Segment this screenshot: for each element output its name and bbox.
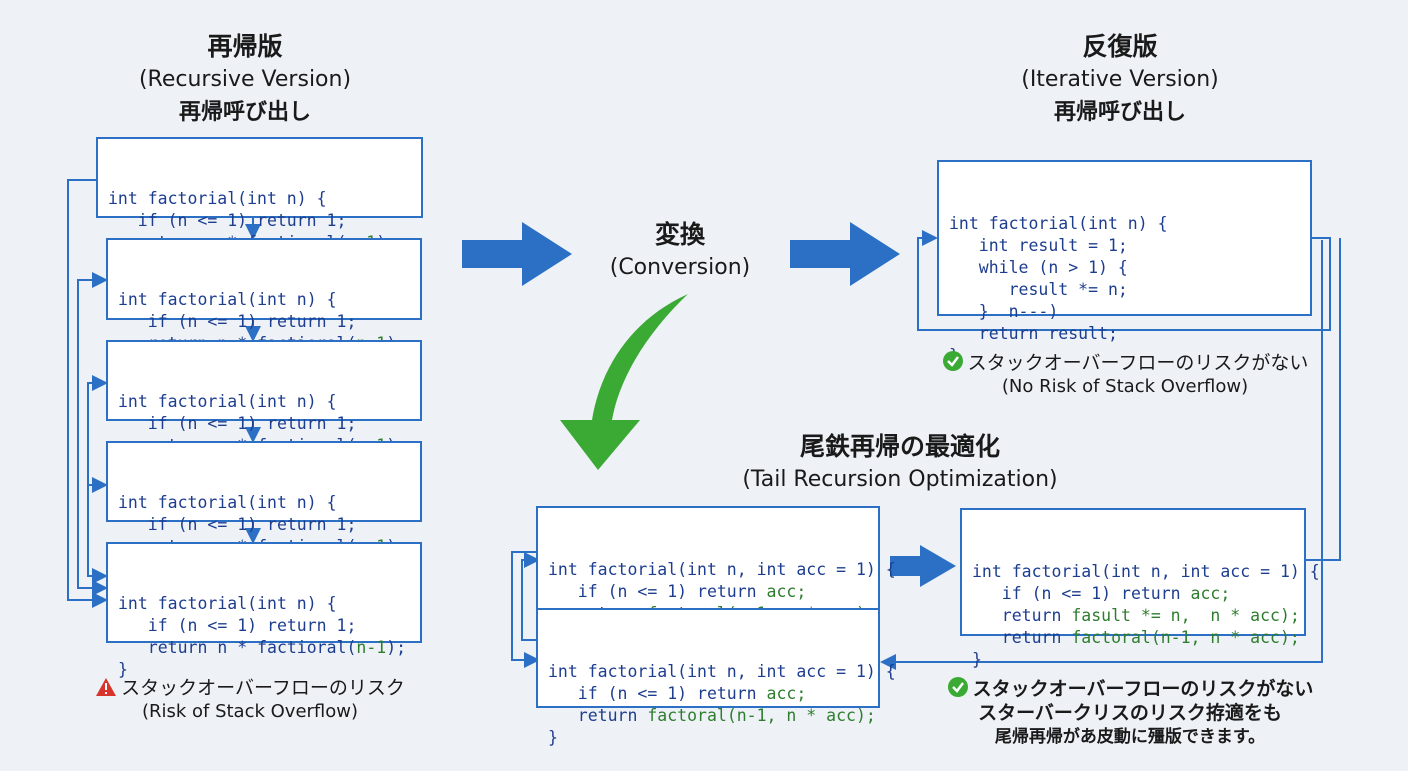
conversion-arrow-left [462, 222, 572, 286]
tail-note-line1: スタックオーバーフローのリスクがない [972, 678, 1314, 700]
recursive-subtitle: 再帰呼び出し [178, 100, 311, 125]
conversion-label-en: (Conversion) [609, 255, 751, 280]
code-line: } [972, 650, 982, 669]
recursive-frame-4: int factorial(int n) { if (n <= 1) retur… [106, 441, 422, 578]
no-risk-text-en: (No Risk of Stack Overflow) [1001, 376, 1249, 397]
code-fragment: if (n <= 1) return [548, 684, 767, 703]
code-fragment: ); [386, 638, 407, 657]
return-loop-lines [67, 179, 108, 608]
code-fragment: return [548, 706, 648, 725]
no-risk-text-jp: スタックオーバーフローのリスクがない [967, 352, 1309, 374]
conversion-arrow-right [790, 222, 900, 286]
green-curve-arrow [592, 294, 688, 420]
code-line: } [118, 660, 128, 679]
recursive-title-en: (Recursive Version) [138, 67, 352, 92]
code-line: int factorial(int n, int acc = 1) { [548, 662, 896, 681]
code-line: while (n > 1) { [949, 258, 1128, 277]
code-fragment: fasult *= n, n * acc); [1071, 606, 1300, 625]
tail-title-jp: 尾鉄再帰の最適化 [799, 432, 1000, 461]
code-line: if (n <= 1) return 1; [118, 515, 357, 534]
iterative-title: 反復版 (Iterative Version) 再帰呼び出し [990, 30, 1250, 129]
recursive-title-jp: 再帰版 [207, 32, 283, 61]
tail-title: 尾鉄再帰の最適化 (Tail Recursion Optimization) [720, 430, 1080, 496]
code-line: int factorial(int n) { [118, 392, 337, 411]
conversion-label-jp: 変換 [654, 220, 705, 249]
tail-frame-1: int factorial(int n, int acc = 1) { if (… [536, 506, 896, 645]
iterative-no-risk-note: スタックオーバーフローのリスクがない (No Risk of Stack Ove… [905, 350, 1345, 399]
code-fragment: if (n <= 1) return [972, 584, 1191, 603]
risk-text-jp: スタックオーバーフローのリスク [121, 677, 405, 699]
recursive-frame-2: int factorial(int n) { if (n <= 1) retur… [106, 238, 422, 375]
code-fragment: return [972, 606, 1072, 625]
code-line: result *= n; [949, 280, 1128, 299]
code-line: return result; [949, 324, 1118, 343]
code-fragment: acc; [766, 684, 807, 703]
tail-title-en: (Tail Recursion Optimization) [742, 467, 1058, 492]
risk-text-en: (Risk of Stack Overflow) [141, 701, 359, 722]
tail-note-line2: スターバークリスのリスク拵適をも [978, 702, 1282, 724]
code-fragment: return [972, 628, 1072, 647]
tail-optimized-code: int factorial(int n, int acc = 1) { if (… [960, 508, 1320, 669]
iterative-title-en: (Iterative Version) [1021, 67, 1219, 92]
tail-frame-2: int factorial(int n, int acc = 1) { if (… [536, 608, 896, 747]
recursive-title: 再帰版 (Recursive Version) 再帰呼び出し [115, 30, 375, 129]
recursive-frame-1: int factorial(int n) { if (n <= 1) retur… [96, 137, 423, 274]
code-fragment: acc; [1190, 584, 1231, 603]
tail-note-line3: 尾帰再帰があ皮動に殭版できます。 [994, 727, 1266, 747]
code-fragment: return n * factioral( [118, 638, 357, 657]
code-line: int factorial(int n) { [108, 189, 327, 208]
iterative-subtitle: 再帰呼び出し [1053, 100, 1186, 125]
tail-note: スタックオーバーフローのリスクがない スターバークリスのリスク拵適をも 尾帰再帰… [920, 676, 1340, 749]
code-line: if (n <= 1) return 1; [118, 312, 357, 331]
code-line: int factorial(int n, int acc = 1) { [972, 562, 1320, 581]
code-line: } [548, 728, 558, 747]
recursive-risk-note: スタックオーバーフローのリスク (Risk of Stack Overflow) [60, 676, 440, 724]
code-line: if (n <= 1) return 1; [108, 211, 347, 230]
check-icon [947, 677, 968, 697]
recursive-frame-5: int factorial(int n) { if (n <= 1) retur… [106, 542, 422, 679]
code-line: int factorial(int n) { [949, 214, 1168, 233]
code-fragment: acc; [766, 582, 807, 601]
code-line: int factorial(int n, int acc = 1) { [548, 560, 896, 579]
conversion-label: 変換 (Conversion) [590, 218, 770, 284]
iterative-title-jp: 反復版 [1082, 32, 1158, 61]
code-fragment: factoral(n-1, n * acc); [1071, 628, 1300, 647]
warning-icon [96, 678, 117, 696]
code-line: } n---) [949, 302, 1059, 321]
recursive-frame-3: int factorial(int n) { if (n <= 1) retur… [106, 340, 422, 477]
check-icon [942, 351, 963, 371]
code-fragment: n-1 [356, 638, 387, 657]
code-line: int factorial(int n) { [118, 493, 337, 512]
tail-frame-loop [511, 551, 540, 668]
code-line: if (n <= 1) return 1; [118, 414, 357, 433]
code-line: int factorial(int n) { [118, 594, 337, 613]
code-line: int result = 1; [949, 236, 1128, 255]
tail-optimize-arrow [890, 545, 956, 587]
code-line: int factorial(int n) { [118, 290, 337, 309]
code-line: if (n <= 1) return 1; [118, 616, 357, 635]
code-fragment: factoral(n-1, n * acc); [647, 706, 876, 725]
iterative-code: int factorial(int n) { int result = 1; w… [937, 160, 1312, 365]
green-arrowhead [560, 420, 640, 470]
tail-return-path [880, 238, 1341, 670]
code-fragment: if (n <= 1) return [548, 582, 767, 601]
iterative-loop [917, 230, 1331, 331]
